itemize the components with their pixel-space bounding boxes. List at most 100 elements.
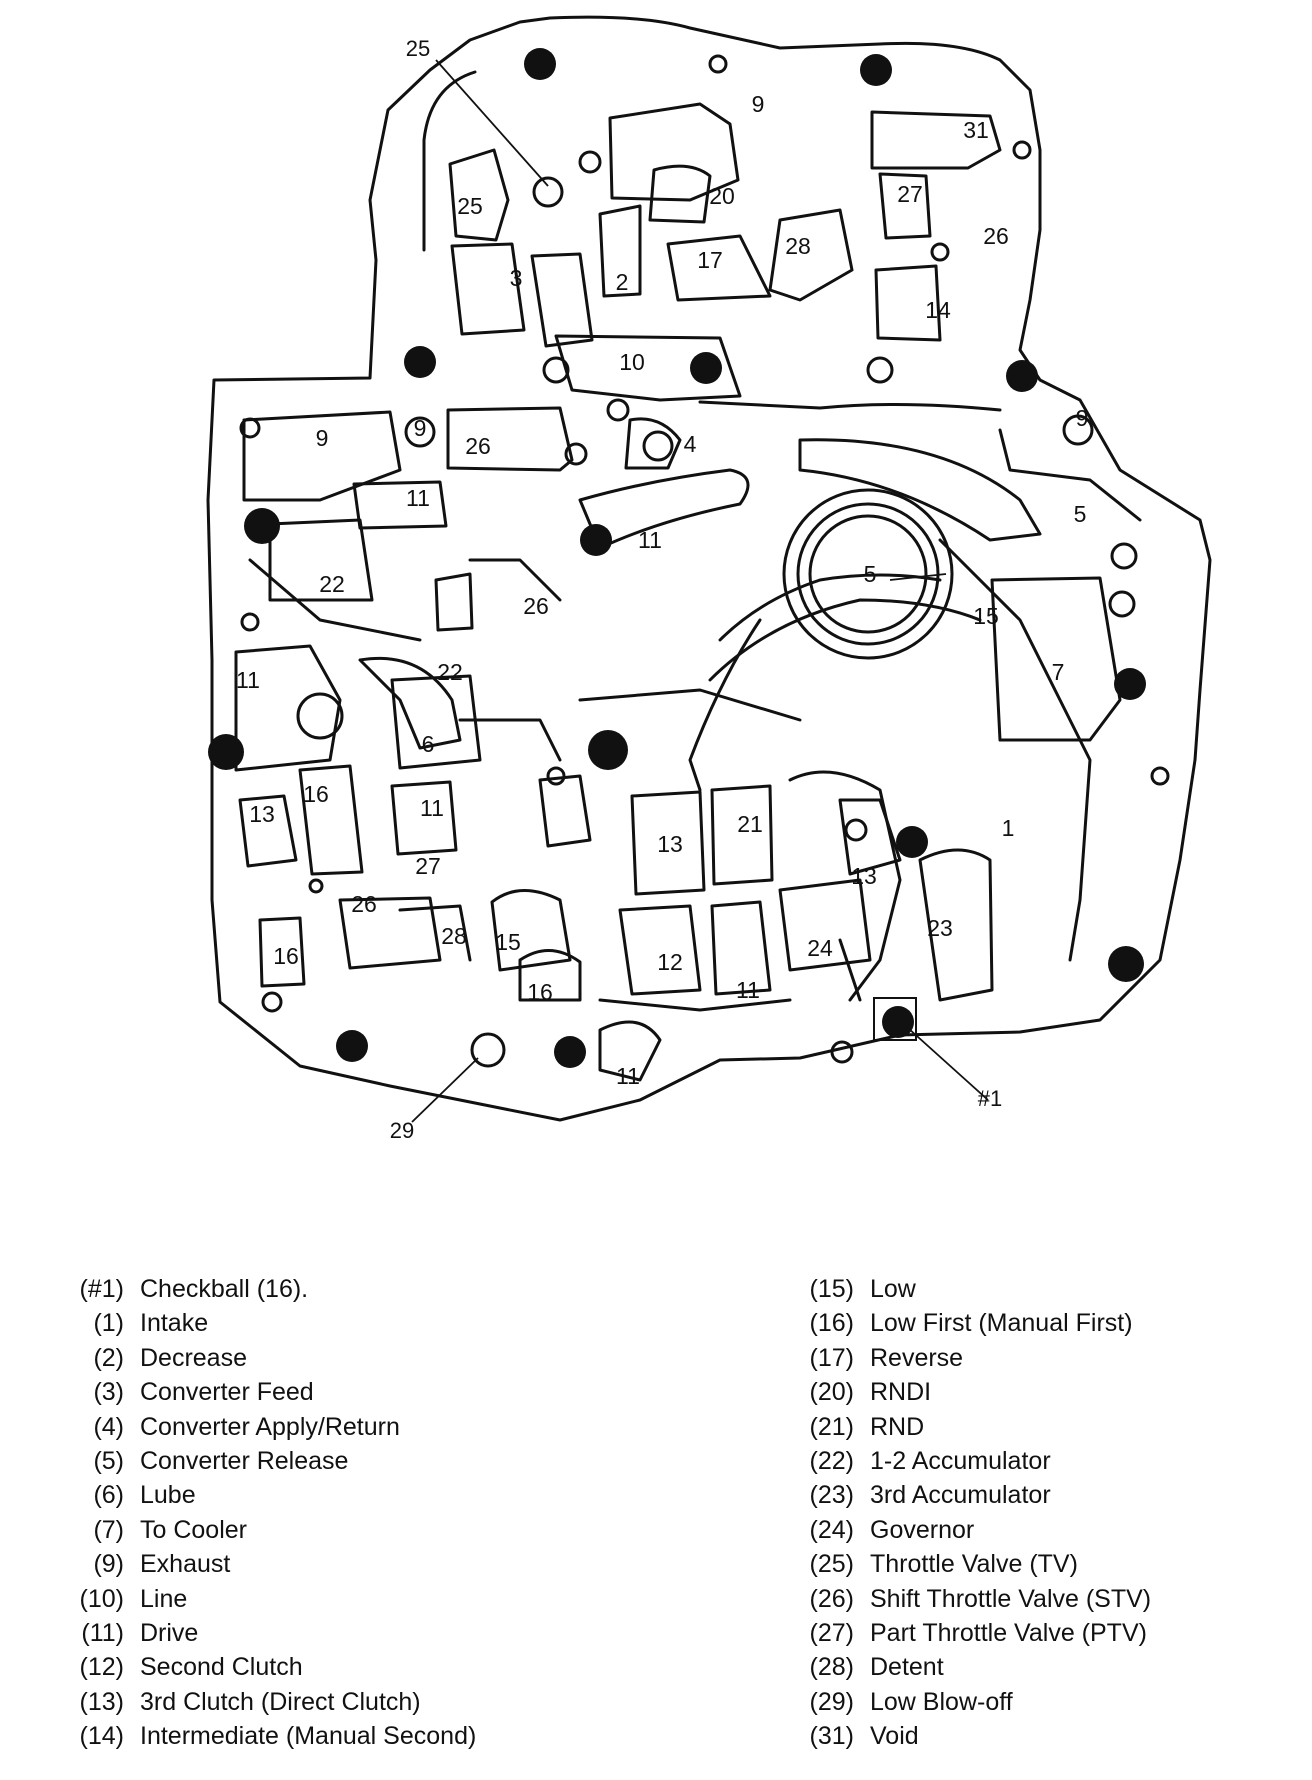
diagram-label-c22b: 22 [437,659,463,685]
legend-code: (7) [93,1515,124,1544]
diagram-label-c11c: 11 [236,667,260,693]
legend-item: (2)Decrease [58,1341,618,1375]
legend-label: Line [140,1584,188,1613]
diagram-label-c17: 17 [697,247,723,273]
legend-label: Converter Feed [140,1378,314,1407]
legend-label: Low Blow-off [870,1687,1013,1716]
legend-left-column: (#1)Checkball (16).(1)Intake(2)Decrease(… [58,1272,618,1754]
diagram-label-c16c: 16 [527,979,553,1005]
diagram-label-c1: 1 [1002,815,1015,841]
legend-label: RND [870,1412,925,1441]
diagram-label-c2: 2 [616,269,629,295]
legend-code: (25) [809,1550,854,1579]
legend-code: (22) [809,1447,854,1476]
legend-code: (12) [79,1653,124,1682]
legend-label: Drive [140,1619,199,1648]
legend-code: (6) [93,1481,124,1510]
legend-item: (6) Lube [58,1478,618,1512]
legend-code: (14) [79,1722,124,1751]
legend-label: Part Throttle Valve (PTV) [870,1619,1147,1648]
legend-item: (5)Converter Release [58,1444,618,1478]
bore-center [808,514,928,634]
legend-item: (24)Governor [798,1513,1298,1547]
legend-item: (12) Second Clutch [58,1650,618,1684]
diagram-label-c25a: 25 [406,36,430,61]
legend-label: Converter Apply/Return [140,1412,400,1441]
diagram-label-c20: 20 [709,183,735,209]
legend-label: Checkball (16). [140,1275,309,1303]
legend-item: (3) Converter Feed [58,1375,618,1409]
diagram-label-c11b: 11 [638,527,662,553]
diagram-label-c11d: 11 [420,795,444,821]
legend-label: Second Clutch [140,1653,303,1682]
legend-item: (1)Intake [58,1306,618,1340]
diagram-label-c27b: 27 [415,853,441,879]
legend-code: (3) [93,1378,124,1407]
diagram-label-c9d: 9 [316,425,329,451]
legend-item: (13) 3rd Clutch (Direct Clutch) [58,1685,618,1719]
legend-code: (31) [809,1722,854,1751]
open-holes [239,54,1170,1068]
legend-item: (11) Drive [58,1616,618,1650]
legend-label: Decrease [140,1343,247,1372]
legend-code: (11) [81,1619,124,1648]
legend-code: (16) [809,1309,854,1338]
legend-code: (13) [79,1687,124,1716]
legend-label: Detent [870,1653,944,1682]
legend-code: (9) [93,1550,124,1579]
diagram-label-c26d: 26 [351,891,377,917]
legend-item: (15) Low [798,1272,1298,1306]
legend-code: (15) [809,1275,854,1303]
diagram-label-c26c: 26 [523,593,549,619]
diagram-label-c16b: 16 [273,943,299,969]
legend-item: (31) Void [798,1719,1298,1753]
diagram-label-c21: 21 [737,811,763,837]
legend-label: Low First (Manual First) [870,1309,1133,1338]
diagram-label-c9b: 9 [414,415,427,441]
legend-code: (#1) [79,1275,124,1303]
diagram-label-c27a: 27 [897,181,923,207]
legend-code: (23) [809,1481,854,1510]
legend-label: Governor [870,1515,975,1544]
diagram-label-cball: #1 [978,1086,1002,1111]
checkball-seat [873,997,917,1041]
legend-label: 3rd Accumulator [870,1481,1051,1510]
diagram-label-c24: 24 [807,935,833,961]
legend-label: Lube [140,1481,196,1510]
diagram-label-c16a: 16 [303,781,329,807]
legend-item: (20)RNDI [798,1375,1298,1409]
legend-item: (17)Reverse [798,1341,1298,1375]
diagram-label-c7: 7 [1052,659,1065,685]
diagram-label-c10: 10 [619,349,645,375]
legend-code: (17) [809,1343,854,1372]
legend-code: (26) [809,1584,854,1613]
legend-label: Converter Release [140,1447,349,1476]
legend-item: (14) Intermediate (Manual Second) [58,1719,618,1753]
leader-lines [411,59,989,1123]
diagram-label-c9a: 9 [752,91,765,117]
diagram-label-c28a: 28 [785,233,811,259]
legend-label: Void [870,1722,919,1751]
bolt-holes [208,48,1146,1068]
legend-label: 3rd Clutch (Direct Clutch) [140,1687,421,1716]
legend-item: (7)To Cooler [58,1513,618,1547]
diagram-label-c6: 6 [422,731,435,757]
diagram-label-c23: 23 [927,915,953,941]
diagram-label-c13a: 13 [249,801,275,827]
legend-right-column: (15)Low(16)Low First (Manual First)(17)R… [798,1272,1298,1754]
legend-label: Intermediate (Manual Second) [140,1722,477,1751]
legend-label: Intake [140,1309,209,1338]
bore-ring-outer [782,488,954,660]
diagram-label-c26a: 26 [983,223,1009,249]
legend-label: Low [870,1275,916,1303]
legend-code: (27) [809,1619,854,1648]
fluid-channels [234,70,1142,1082]
legend-item: (28)Detent [798,1650,1298,1684]
diagram-label-c15a: 15 [973,603,999,629]
legend-item: (4)Converter Apply/Return [58,1410,618,1444]
legend-item: (29)Low Blow-off [798,1685,1298,1719]
legend-item: (25)Throttle Valve (TV) [798,1547,1298,1581]
legend-item: (22)1-2 Accumulator [798,1444,1298,1478]
diagram-label-c9c: 9 [1076,405,1089,431]
